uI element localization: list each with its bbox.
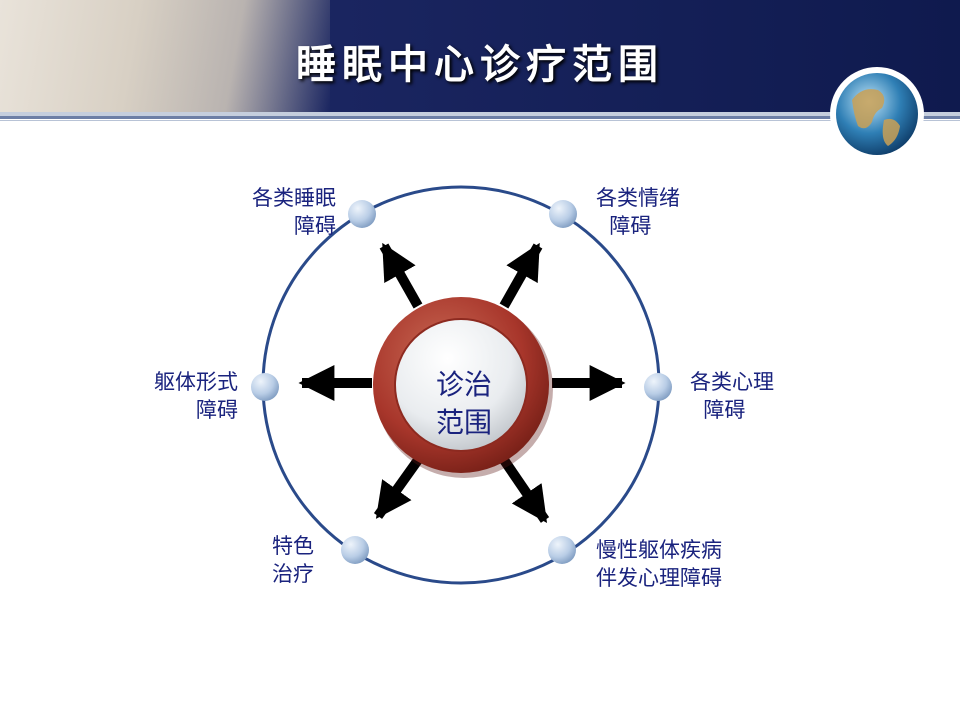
arrow-top-left: [379, 242, 423, 309]
header-photo: [0, 0, 330, 112]
node-bottom-right: [548, 536, 576, 564]
node-right: [644, 373, 672, 401]
label-top-right: 各类情绪 障碍: [596, 186, 680, 238]
center-hub: [373, 297, 553, 478]
node-bottom-left: [341, 536, 369, 564]
arrow-top-right: [499, 242, 543, 309]
header-banner: [0, 0, 960, 112]
slide-title: 睡眠中心诊疗范围: [296, 41, 664, 88]
globe-logo-icon: [830, 67, 924, 161]
header-divider-thin: [0, 120, 960, 121]
header-divider-dark: [0, 116, 960, 119]
node-top-left: [348, 200, 376, 228]
node-top-right: [549, 200, 577, 228]
label-left: 躯体形式 障碍: [154, 370, 238, 422]
label-bottom-right: 慢性躯体疾病 伴发心理障碍: [596, 538, 722, 590]
arrow-bottom-right: [499, 457, 550, 523]
label-right: 各类心理 障碍: [690, 370, 774, 422]
center-label-line1: 诊治: [435, 368, 492, 401]
header-divider: [0, 112, 960, 116]
center-label: 诊治 范围: [414, 366, 514, 442]
label-bottom-left: 特色 治疗: [272, 534, 314, 586]
center-label-line2: 范围: [435, 406, 492, 439]
arrow-bottom-left: [373, 457, 423, 519]
label-top-left: 各类睡眠 障碍: [252, 186, 336, 238]
node-left: [251, 373, 279, 401]
